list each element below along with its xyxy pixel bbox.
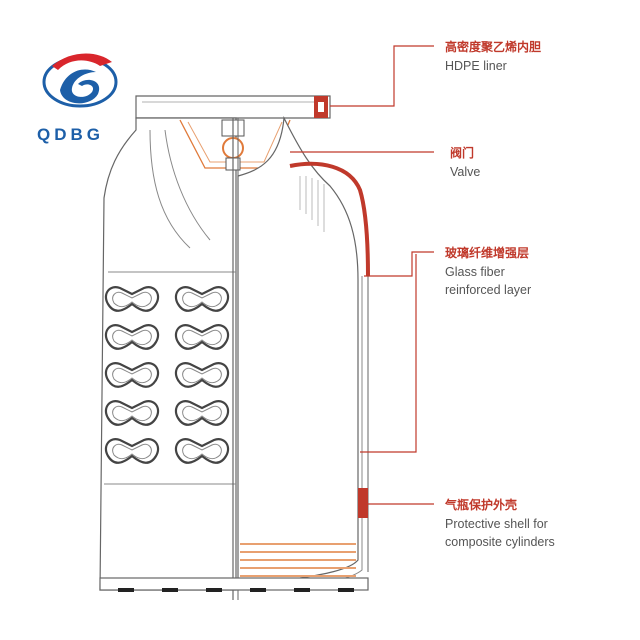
hand-hole — [104, 286, 160, 312]
liner-body — [237, 115, 359, 581]
hand-hole — [174, 362, 230, 388]
base-ring — [99, 577, 369, 591]
hand-hole-inner — [112, 329, 152, 346]
hand-holes — [104, 286, 230, 464]
leader-fiber — [364, 251, 434, 277]
label-valve-en: Valve — [450, 165, 481, 179]
hand-hole — [174, 324, 230, 350]
logo-swoosh-red — [52, 53, 112, 70]
hand-hole-inner — [182, 329, 222, 346]
red-shell-bit — [358, 488, 368, 518]
bottom-stripes — [240, 543, 356, 577]
hand-hole — [104, 438, 160, 464]
brand-name: QDBG — [37, 125, 104, 144]
label-fiber-en-2: reinforced layer — [445, 283, 532, 297]
label-shell-en-2: composite cylinders — [445, 535, 555, 549]
hatching — [299, 176, 325, 232]
label-fiber-cn: 玻璃纤维增强层 — [445, 246, 530, 260]
hand-hole-inner — [182, 367, 222, 384]
hand-hole — [174, 438, 230, 464]
label-fiber-en-1: Glass fiber — [445, 265, 505, 279]
base-feet — [118, 588, 354, 592]
outer-shell — [99, 117, 237, 591]
hand-hole-inner — [112, 443, 152, 460]
logo-mark-blue — [60, 69, 100, 104]
qdbg-logo — [42, 53, 118, 108]
hand-hole — [104, 400, 160, 426]
label-shell-en-1: Protective shell for — [445, 517, 548, 531]
label-valve-cn: 阀门 — [450, 146, 475, 160]
label-liner-cn: 高密度聚乙烯内胆 — [445, 40, 542, 54]
leader-liner — [330, 45, 434, 107]
leader-lines — [290, 45, 434, 505]
hand-hole-inner — [182, 291, 222, 308]
hand-hole-inner — [112, 291, 152, 308]
label-liner-en: HDPE liner — [445, 59, 507, 73]
fiber-layer-red — [289, 161, 370, 277]
hand-hole — [174, 286, 230, 312]
hand-hole-inner — [182, 405, 222, 422]
hand-hole — [104, 362, 160, 388]
leader-fiber-2 — [360, 254, 417, 453]
hand-hole-inner — [182, 443, 222, 460]
hand-hole-inner — [112, 367, 152, 384]
hand-hole — [104, 324, 160, 350]
label-shell-cn: 气瓶保护外壳 — [445, 498, 518, 512]
top-handle-ring — [135, 95, 331, 119]
hand-hole-inner — [112, 405, 152, 422]
hand-hole — [174, 400, 230, 426]
